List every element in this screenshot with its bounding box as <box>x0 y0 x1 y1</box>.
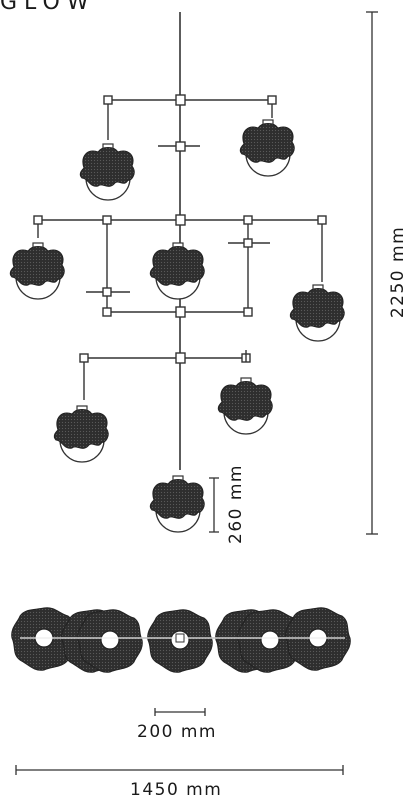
arm-level-2 <box>33 214 327 318</box>
lamp-2 <box>239 119 295 177</box>
height-dimension <box>366 11 378 535</box>
lamp-7 <box>217 377 273 435</box>
lamp-4 <box>149 242 205 300</box>
shade-height-label: 260 mm <box>226 464 246 544</box>
total-height-label: 2250 mm <box>388 225 403 319</box>
lamp-3 <box>9 242 65 300</box>
shade-height-dimension <box>209 477 219 533</box>
lamp-8 <box>149 475 205 533</box>
lamp-6 <box>53 405 109 463</box>
arm-level-3 <box>79 350 251 400</box>
brand-name: GLOW <box>0 0 96 15</box>
shade-diameter-label: 200 mm <box>137 722 217 742</box>
width-dimension <box>15 765 344 775</box>
total-width-label: 1450 mm <box>130 780 223 800</box>
lamp-1 <box>79 143 135 201</box>
lamp-5 <box>289 284 345 342</box>
top-view <box>11 607 351 673</box>
diameter-dimension <box>154 708 206 716</box>
arm-level-1 <box>103 94 277 152</box>
